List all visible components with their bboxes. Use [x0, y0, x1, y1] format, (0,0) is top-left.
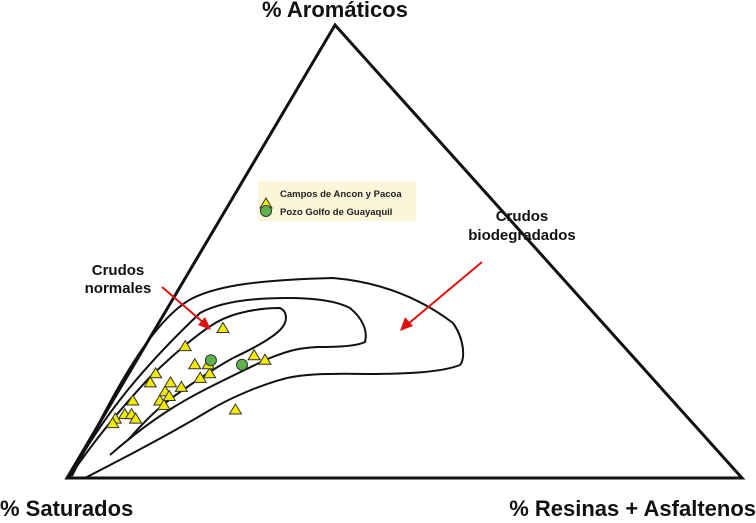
- legend-label-ancon: Campos de Ancon y Pacoa: [280, 189, 402, 200]
- axis-label-saturados: % Saturados: [0, 496, 133, 521]
- point-ancon-pacoa-21: [105, 416, 120, 429]
- point-ancon-pacoa-6: [148, 366, 163, 379]
- point-ancon-pacoa-5: [143, 375, 158, 388]
- contour-middle: [69, 296, 367, 478]
- point-ancon-pacoa-16: [125, 394, 140, 406]
- contour-outer: [71, 276, 465, 479]
- points: [105, 321, 272, 429]
- legend-label-guayaquil: Pozo Golfo de Guayaquil: [280, 207, 392, 218]
- arrow-head-normales: [198, 317, 211, 330]
- annotation-crudos-biodegradados-2: biodegradados: [468, 227, 576, 244]
- ternary-triangle: [64, 22, 746, 480]
- point-ancon-pacoa-22: [228, 403, 243, 415]
- arrows: [161, 261, 483, 331]
- arrow-crudos-biodegradados: [407, 261, 483, 325]
- point-ancon-pacoa-4: [258, 353, 272, 365]
- annotation-crudos-biodegradados-1: Crudos: [496, 208, 549, 225]
- point-ancon-pacoa-8: [174, 380, 189, 392]
- legend-circle-icon: [260, 205, 272, 217]
- point-golfo-guayaquil-1: [236, 358, 248, 371]
- point-ancon-pacoa-14: [162, 389, 177, 401]
- point-ancon-pacoa-20: [128, 412, 143, 424]
- contours: [69, 276, 465, 479]
- point-ancon-pacoa-3: [247, 348, 261, 361]
- annotation-crudos-normales-1: Crudos: [92, 262, 145, 279]
- point-ancon-pacoa-15: [156, 398, 171, 411]
- axis-label-resinas-asfaltenos: % Resinas + Asfaltenos: [509, 496, 756, 521]
- arrow-crudos-normales: [161, 286, 206, 325]
- legend: Campos de Ancon y Pacoa Pozo Golfo de Gu…: [258, 181, 416, 221]
- point-ancon-pacoa-2: [187, 357, 202, 370]
- point-ancon-pacoa-7: [163, 375, 178, 388]
- point-ancon-pacoa-1: [178, 339, 193, 352]
- point-ancon-pacoa-0: [216, 321, 230, 334]
- arrow-head-biodegradados: [400, 317, 413, 331]
- axis-label-aromaticos: % Aromáticos: [262, 0, 408, 22]
- point-ancon-pacoa-10: [202, 366, 217, 379]
- legend-box: [258, 181, 416, 221]
- point-ancon-pacoa-9: [193, 371, 208, 383]
- point-golfo-guayaquil-0: [204, 354, 217, 367]
- annotation-crudos-normales-2: normales: [85, 280, 152, 297]
